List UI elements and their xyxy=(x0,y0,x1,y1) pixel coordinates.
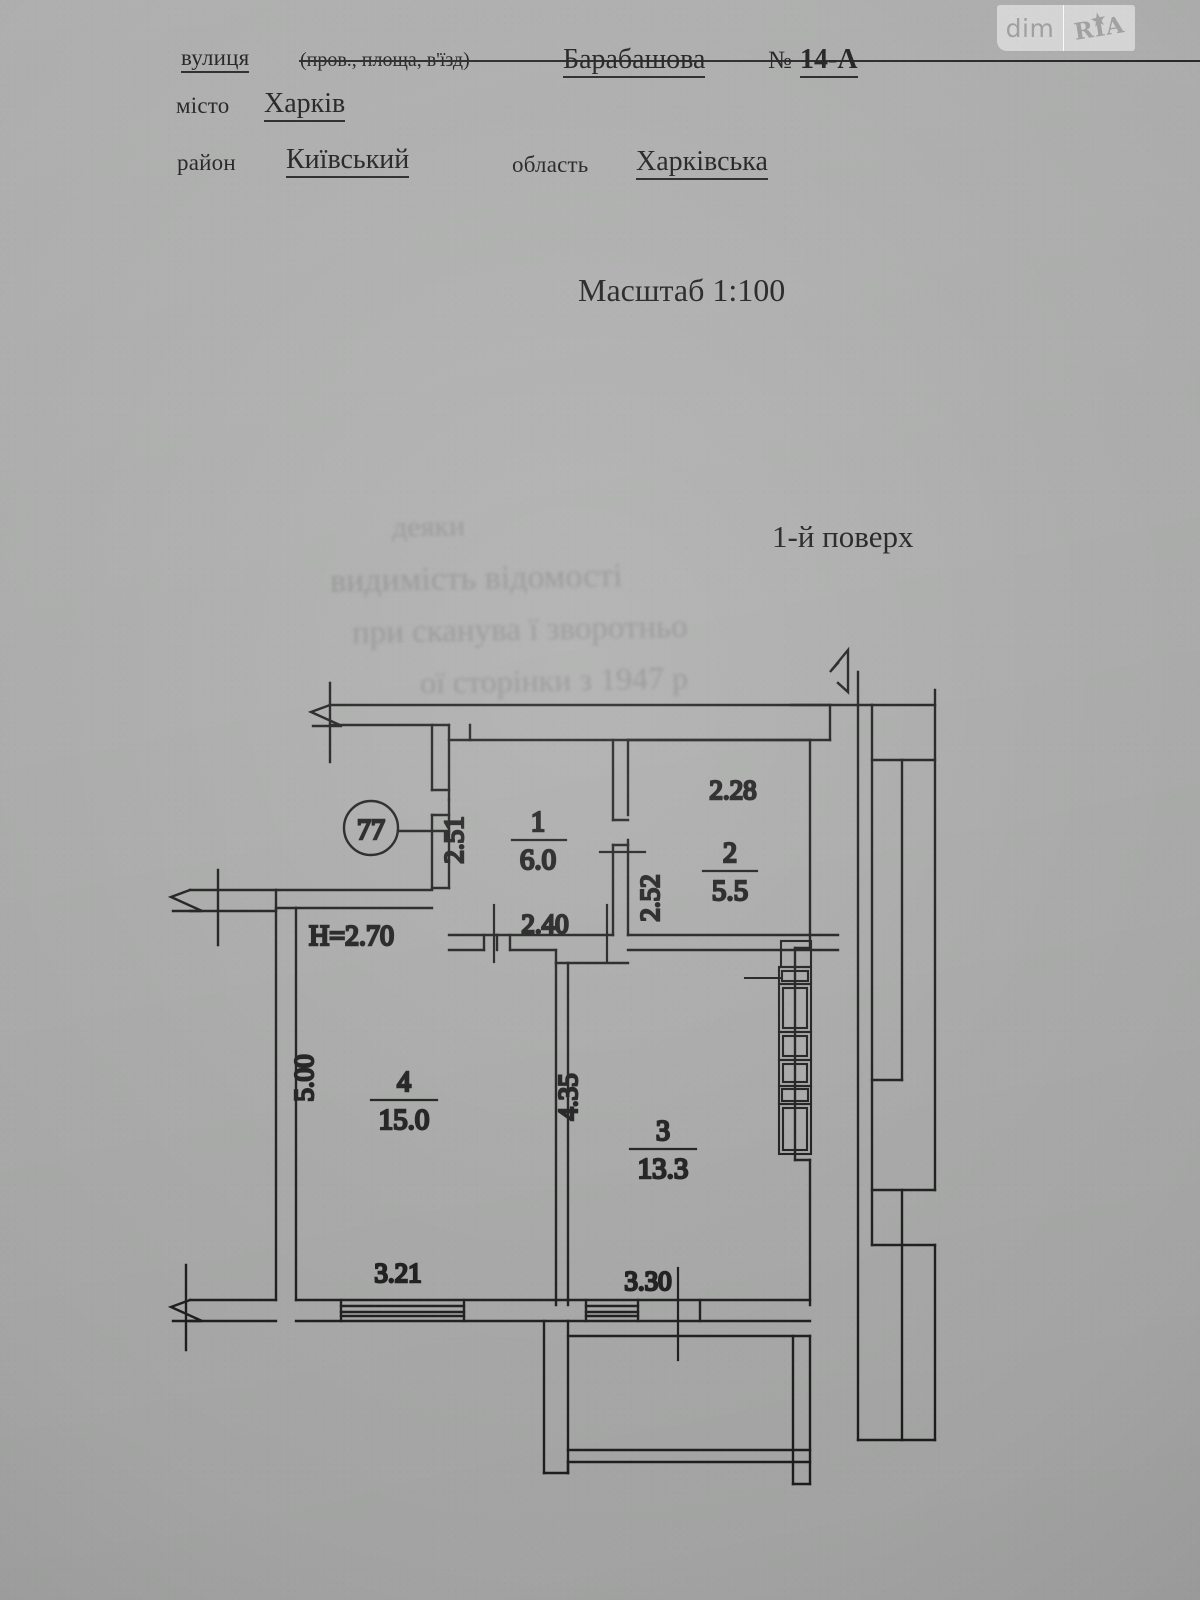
room-area: 5.5 xyxy=(712,875,748,907)
district-label: район xyxy=(177,150,236,175)
city-label: місто xyxy=(176,93,230,118)
room-number: 1 xyxy=(531,807,545,838)
balcony-door-window-assembly xyxy=(743,939,813,1156)
room-number: 2 xyxy=(723,838,737,869)
watermark-dim-text: dim xyxy=(1005,13,1055,43)
room-area: 13.3 xyxy=(638,1153,689,1185)
balcony xyxy=(542,1319,812,1486)
region-value: Харківська xyxy=(636,148,768,180)
entry-vestibule-walls xyxy=(274,723,451,910)
dimension-label: 2.28 xyxy=(709,775,756,805)
top-exterior-wall xyxy=(307,681,832,764)
dimension-label: 2.40 xyxy=(521,909,568,939)
central-partition-wall xyxy=(554,961,570,1307)
region-label: область xyxy=(512,152,589,177)
city-value: Харків xyxy=(264,90,346,122)
room-number: 3 xyxy=(656,1116,670,1147)
number-label: № xyxy=(768,47,792,74)
room-2-walls xyxy=(626,738,812,937)
scale-title: Масштаб 1:100 xyxy=(578,272,786,308)
watermark: dim ★ RIA xyxy=(997,5,1135,51)
dimension-label: 5.00 xyxy=(289,1054,319,1101)
watermark-separator xyxy=(1063,5,1064,51)
dimension-label: 3.30 xyxy=(624,1266,671,1296)
ceiling-height-label: H=2.70 xyxy=(309,921,394,952)
room-area: 6.0 xyxy=(520,844,556,876)
floor-title: 1-й поверх xyxy=(772,519,914,554)
apartment-outline xyxy=(167,868,298,1352)
room-1-walls xyxy=(447,738,840,965)
apartment-number-text: 77 xyxy=(357,815,385,846)
dimension-label: 4.35 xyxy=(553,1073,583,1120)
street-label: вулиця xyxy=(181,46,250,73)
right-outer-structure xyxy=(789,646,937,1442)
room-area: 15.0 xyxy=(379,1104,430,1136)
street-value: Барабашова xyxy=(563,46,706,78)
bottom-exterior-wall xyxy=(294,1298,812,1323)
apartment-number-marker xyxy=(342,799,451,857)
dimension-label: 2.51 xyxy=(439,816,469,863)
dimension-ticks xyxy=(492,850,680,1362)
dimension-label: 2.52 xyxy=(635,874,665,921)
district-value: Київський xyxy=(286,146,410,178)
room-number: 4 xyxy=(397,1067,411,1098)
street-parenthetical: (пров., площа, в'їзд) xyxy=(299,50,1200,70)
dimension-label: 3.21 xyxy=(374,1258,421,1288)
number-value: 14-А xyxy=(800,46,858,78)
